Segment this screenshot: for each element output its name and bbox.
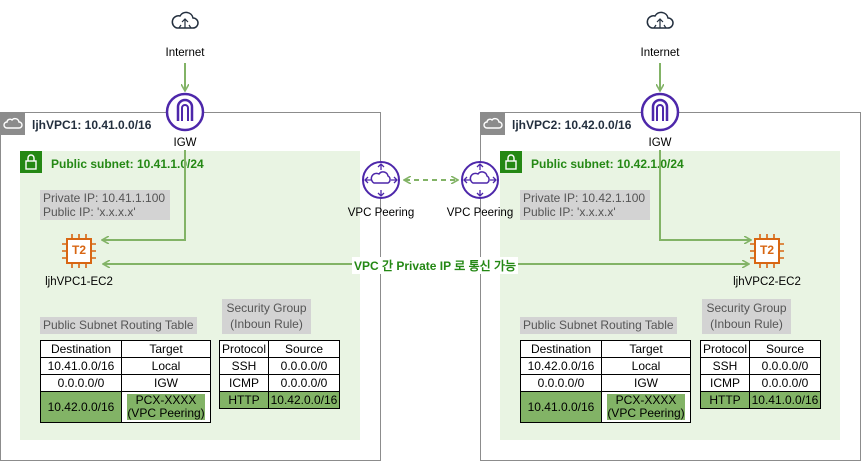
table-cell: 10.41.0.0/16 xyxy=(520,391,602,423)
table-cell: ICMP xyxy=(700,374,750,392)
vpc-peering-icon xyxy=(460,160,500,203)
vpc2-ip-info: Private IP: 10.42.1.100 Public IP: 'x.x.… xyxy=(520,190,650,220)
igw-label-2: IGW xyxy=(648,137,672,149)
ec2-t2-icon: T2 xyxy=(748,232,786,270)
vpc2-public-ip: Public IP: 'x.x.x.x' xyxy=(523,205,616,219)
vpc1-public-ip: Public IP: 'x.x.x.x' xyxy=(43,205,136,219)
vpc2-private-ip: Private IP: 10.42.1.100 xyxy=(523,191,646,205)
sg-title-line: (Inboun Rule) xyxy=(230,317,303,331)
vpc1-subnet-title: Public subnet: 10.41.1.0/24 xyxy=(51,157,204,171)
ec2-type-label: T2 xyxy=(71,243,86,257)
table-cell: HTTP xyxy=(219,391,269,409)
sg-title-line: Security Group xyxy=(226,301,307,315)
cloud-internet-icon xyxy=(644,8,676,37)
table-cell: 10.42.0.0/16 xyxy=(520,357,602,375)
igw-icon xyxy=(640,92,680,135)
table-cell: 10.42.0.0/16 xyxy=(40,391,122,423)
vpc2-ec2-label: ljhVPC2-EC2 xyxy=(733,276,801,288)
table-cell: 10.41.0.0/16 xyxy=(40,357,122,375)
sg-title-line: (Inboun Rule) xyxy=(710,317,783,331)
vpc1-sg-title: Security Group (Inboun Rule) xyxy=(222,299,311,334)
vpc1-title: ljhVPC1: 10.41.0.0/16 xyxy=(32,118,152,132)
table-cell: Local xyxy=(121,357,211,375)
table-cell: 0.0.0.0/0 xyxy=(40,374,122,392)
vpc-peering-label-1: VPC Peering xyxy=(347,207,415,219)
vpc2-rt-title: Public Subnet Routing Table xyxy=(520,317,677,334)
igw-icon xyxy=(165,92,205,135)
column-header: Destination xyxy=(40,340,122,358)
vpc2-title: ljhVPC2: 10.42.0.0/16 xyxy=(512,118,632,132)
table-cell: 0.0.0.0/0 xyxy=(749,357,821,375)
table-cell: IGW xyxy=(601,374,691,392)
table-cell: ICMP xyxy=(219,374,269,392)
internet-label-1: Internet xyxy=(165,47,205,59)
lock-icon xyxy=(20,151,42,173)
column-header: Source xyxy=(268,340,340,358)
igw-label-1: IGW xyxy=(173,137,197,149)
vpc-peering-label-2: VPC Peering xyxy=(446,207,514,219)
highlighted-target: PCX-XXXX (VPC Peering) xyxy=(607,393,685,420)
table-cell: 10.42.0.0/16 xyxy=(268,391,340,409)
column-header: Target xyxy=(121,340,211,358)
vpc-peering-icon xyxy=(361,160,401,203)
vpc-cloud-icon xyxy=(481,113,505,135)
ec2-t2-icon: T2 xyxy=(60,232,98,270)
vpc1-ec2-label: ljhVPC1-EC2 xyxy=(45,276,113,288)
vpc1-ip-info: Private IP: 10.41.1.100 Public IP: 'x.x.… xyxy=(40,190,170,220)
vpc-cloud-icon xyxy=(1,113,25,135)
column-header: Protocol xyxy=(700,340,750,358)
table-cell: 0.0.0.0/0 xyxy=(268,357,340,375)
table-cell: IGW xyxy=(121,374,211,392)
table-cell: 0.0.0.0/0 xyxy=(520,374,602,392)
peering-communication-text: VPC 간 Private IP 로 통신 가능 xyxy=(352,257,519,274)
table-cell: PCX-XXXX (VPC Peering) xyxy=(601,391,691,423)
column-header: Destination xyxy=(520,340,602,358)
lock-icon xyxy=(500,151,522,173)
internet-label-2: Internet xyxy=(640,47,680,59)
table-cell: 0.0.0.0/0 xyxy=(749,374,821,392)
vpc2-sg-title: Security Group (Inboun Rule) xyxy=(702,299,791,334)
table-cell: SSH xyxy=(700,357,750,375)
table-cell: PCX-XXXX (VPC Peering) xyxy=(121,391,211,423)
column-header: Protocol xyxy=(219,340,269,358)
table-cell: Local xyxy=(601,357,691,375)
table-cell: 10.41.0.0/16 xyxy=(749,391,821,409)
cloud-internet-icon xyxy=(169,8,201,37)
vpc1-rt-title: Public Subnet Routing Table xyxy=(40,317,197,334)
table-cell: HTTP xyxy=(700,391,750,409)
vpc2-subnet-title: Public subnet: 10.42.1.0/24 xyxy=(531,157,684,171)
vpc1-private-ip: Private IP: 10.41.1.100 xyxy=(43,191,166,205)
table-cell: SSH xyxy=(219,357,269,375)
sg-title-line: Security Group xyxy=(706,301,787,315)
highlighted-target: PCX-XXXX (VPC Peering) xyxy=(127,393,205,420)
column-header: Target xyxy=(601,340,691,358)
table-cell: 0.0.0.0/0 xyxy=(268,374,340,392)
column-header: Source xyxy=(749,340,821,358)
ec2-type-label: T2 xyxy=(759,243,774,257)
